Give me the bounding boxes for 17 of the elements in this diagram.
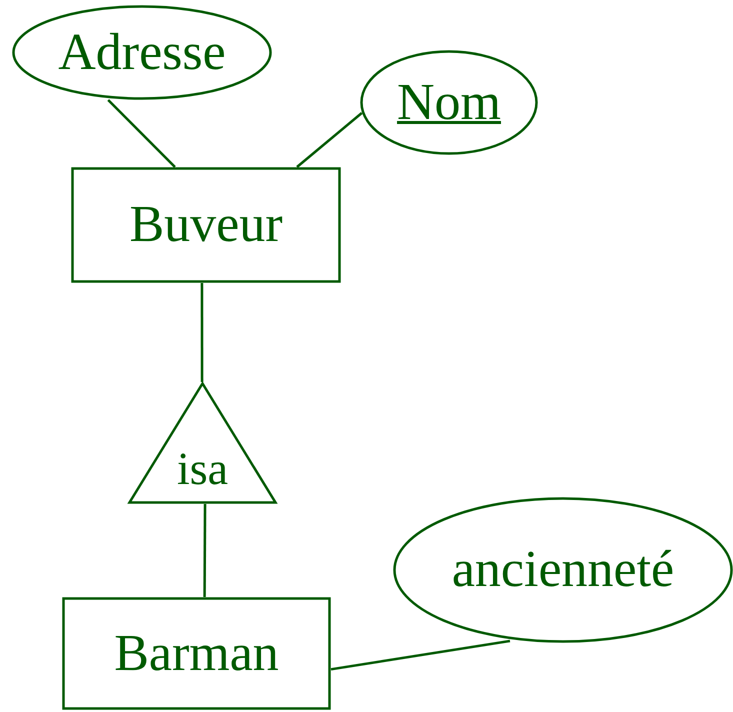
- key-attribute-label: Nom: [397, 76, 501, 128]
- attribute-ellipse: [12, 5, 272, 100]
- isa-label: isa: [176, 446, 228, 492]
- connector-line: [296, 112, 363, 168]
- entity-label: Buveur: [129, 199, 283, 251]
- entity-label: Barman: [114, 628, 279, 680]
- isa-triangle: [128, 382, 277, 504]
- connector-line: [200, 283, 204, 382]
- attribute-label: Adresse: [58, 26, 226, 78]
- entity-box: [62, 597, 331, 710]
- attribute-label: ancienneté: [452, 544, 674, 596]
- key-attribute-ellipse: [360, 50, 538, 155]
- connector-line: [330, 640, 510, 671]
- entity-box: [71, 167, 341, 283]
- connector-line: [107, 99, 176, 168]
- attribute-ellipse: [393, 497, 733, 643]
- connector-line: [203, 504, 206, 597]
